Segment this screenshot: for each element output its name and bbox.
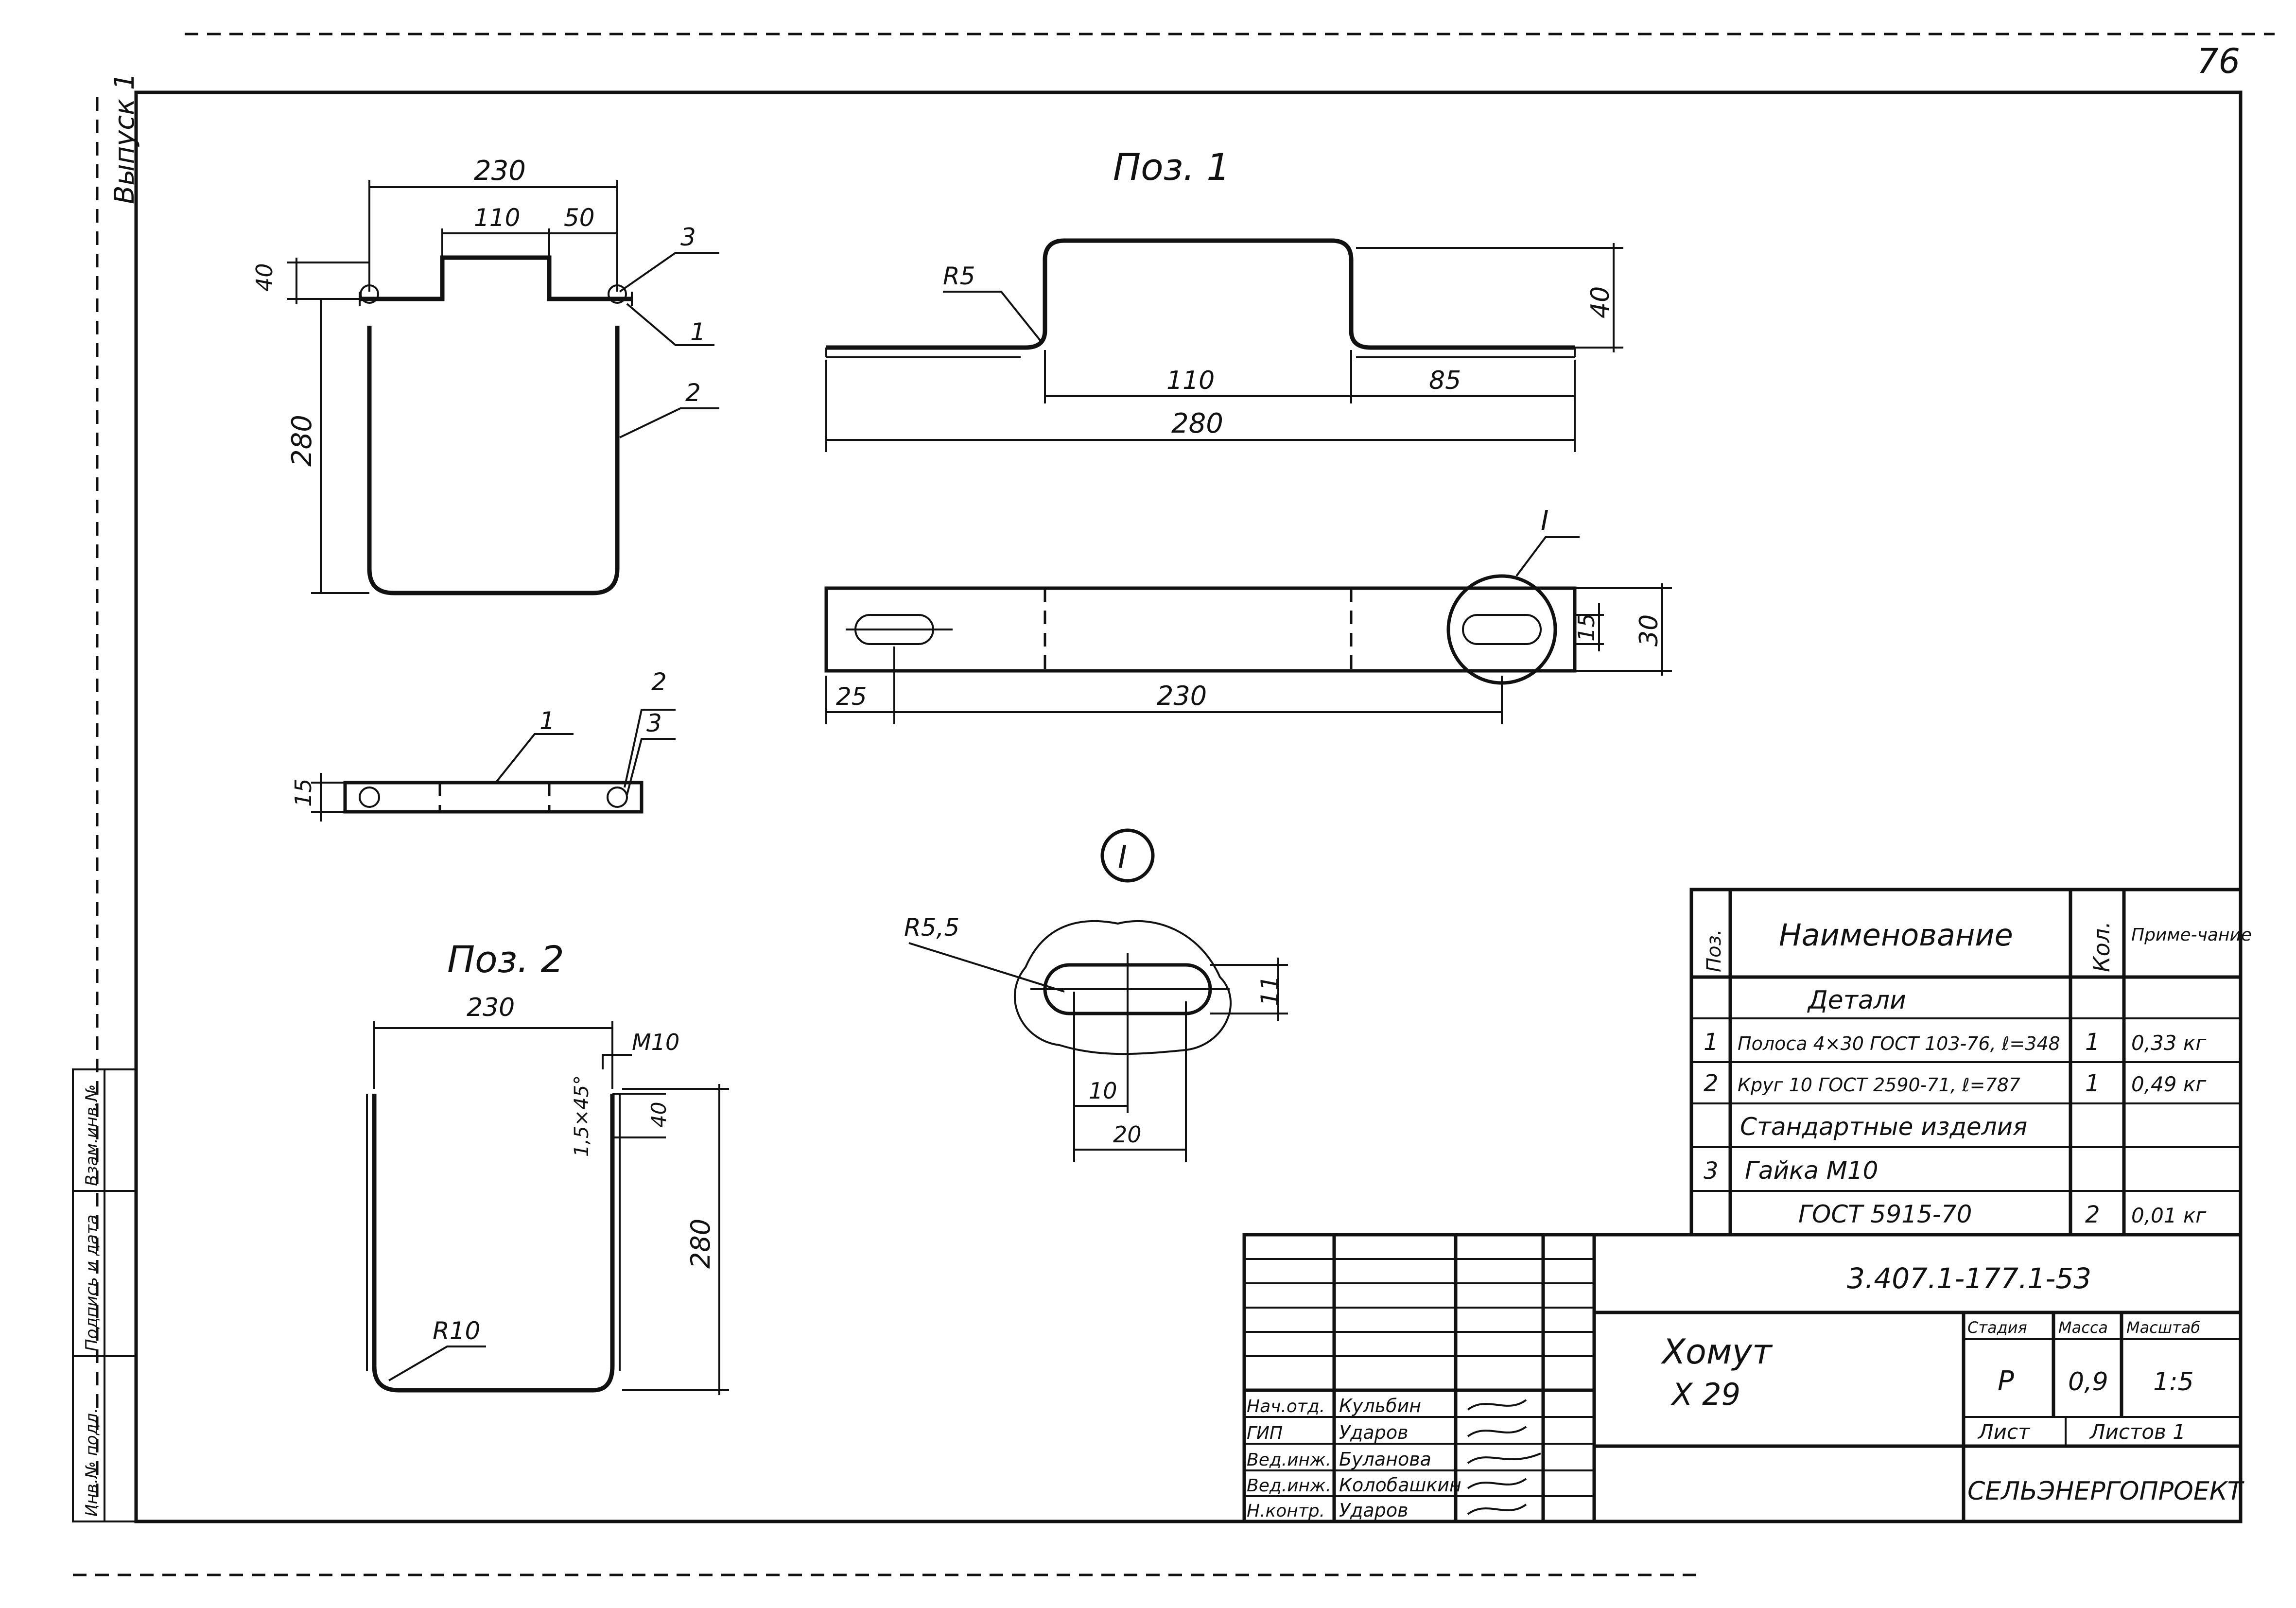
dim-top-width: 230 [474, 155, 526, 187]
dim-pos2-radius: R10 [433, 1317, 480, 1345]
signature-5 [1467, 1503, 1527, 1515]
staff-role-2: ГИП [1247, 1423, 1283, 1443]
title-line-1: Хомут [1660, 1332, 1773, 1372]
dim-top-notch: 110 [474, 204, 520, 232]
callout-side-3: 3 [646, 709, 662, 737]
dim-detail-radius: R5,5 [904, 913, 959, 942]
callout-top-3: 3 [680, 223, 696, 251]
dim-top-height: 40 [251, 263, 278, 292]
title-line-2: Х 29 [1670, 1377, 1740, 1412]
dim-detail-width: 11 [1256, 975, 1284, 1006]
spec-row-4-name: ГОСТ 5915-70 [1798, 1200, 1972, 1228]
dim-top-length: 280 [286, 415, 318, 467]
spec-row-1-name: Полоса 4×30 ГОСТ 103-76, ℓ=348 [1738, 1033, 2060, 1054]
spec-row-3-pos: 3 [1704, 1157, 1719, 1185]
detail-marker [1100, 828, 1155, 883]
side-stamp-cell-3: Инв.№ подл. [82, 1408, 102, 1517]
dim-pos2-thread-length: 40 [647, 1102, 671, 1128]
spec-row-1-pos: 1 [1704, 1029, 1719, 1056]
spec-header-qty: Кол. [2088, 921, 2115, 972]
spec-row-4-note: 0,01 кг [2131, 1204, 2207, 1227]
spec-row-3-name: Гайка М10 [1745, 1156, 1879, 1185]
sheet-number: 76 [2197, 41, 2240, 81]
pos1-title: Поз. 1 [1113, 145, 1230, 189]
dim-pos1-radius: R5 [943, 262, 975, 290]
dim-pos2-thread: M10 [632, 1029, 679, 1055]
dim-pos2-chamfer: 1,5×45° [571, 1075, 593, 1157]
dim-detail-length: 20 [1113, 1121, 1142, 1148]
spec-header-pos: Поз. [1703, 929, 1725, 972]
signature-3 [1467, 1452, 1541, 1464]
scale-label: Масштаб [2126, 1318, 2200, 1337]
assembly-side-view: 15 1 2 3 [290, 668, 676, 821]
callout-top-1: 1 [690, 318, 706, 346]
spec-row-2-note: 0,49 кг [2131, 1072, 2207, 1096]
dim-pos2-length: 280 [685, 1219, 716, 1269]
callout-side-1: 1 [539, 707, 555, 735]
side-label: Выпуск 1 [109, 73, 140, 204]
staff-name-3: Буланова [1339, 1449, 1431, 1470]
callout-side-2: 2 [651, 668, 667, 696]
detail-I: I R5,5 11 10 20 [904, 828, 1288, 1162]
dim-pos1-end: 85 [1429, 366, 1461, 395]
org-name: СЕЛЬЭНЕРГОПРОЕКТ [1967, 1477, 2245, 1506]
dim-pos1-total: 280 [1171, 408, 1223, 439]
spec-row-4-qty: 2 [2085, 1201, 2100, 1228]
spec-row-2-qty: 1 [2085, 1070, 2100, 1097]
spec-section-parts: Детали [1807, 986, 1906, 1015]
pos2-title: Поз. 2 [447, 938, 564, 981]
doc-code: 3.407.1-177.1-53 [1847, 1262, 2091, 1295]
scale-value: 1:5 [2153, 1367, 2194, 1397]
drawing-frame [134, 90, 2243, 1523]
staff-name-2: Ударов [1339, 1422, 1408, 1443]
dim-detail-center: 10 [1089, 1078, 1117, 1104]
spec-row-2-pos: 2 [1704, 1070, 1719, 1097]
signature-2 [1467, 1426, 1527, 1437]
staff-name-1: Кульбин [1339, 1395, 1421, 1416]
title-block: 3.407.1-177.1-53 Хомут Х 29 Стадия Масса… [1242, 1233, 2245, 1523]
dim-pos1-hole-spacing: 230 [1157, 681, 1207, 711]
callout-detail-I: I [1541, 505, 1549, 537]
dim-pos1-height: 40 [1586, 286, 1615, 318]
spec-header-name: Наименование [1779, 917, 2013, 953]
signature-1 [1467, 1399, 1527, 1411]
mass-label: Масса [2058, 1318, 2108, 1337]
dim-pos1-hole-offset: 25 [836, 682, 867, 711]
staff-role-3: Вед.инж. [1247, 1450, 1331, 1470]
side-stamp: Взам.инв.№ Подпись и дата Инв.№ подл. [72, 1068, 137, 1522]
dim-pos2-width: 230 [467, 993, 515, 1022]
stage-value: Р [1998, 1365, 2014, 1397]
spec-header-note: Приме-чание [2131, 925, 2252, 945]
pos2-drawing: Поз. 2 230 M10 1,5×45° 40 280 R10 [366, 938, 729, 1395]
side-stamp-cell-2: Подпись и дата [82, 1214, 102, 1351]
dim-side-thickness: 15 [290, 778, 316, 807]
detail-label: I [1118, 839, 1127, 875]
stage-label: Стадия [1967, 1318, 2027, 1337]
pos1-drawing: Поз. 1 R5 40 110 85 280 I [824, 145, 1672, 724]
mass-value: 0,9 [2068, 1367, 2108, 1397]
dim-pos1-strip-width: 30 [1635, 614, 1664, 647]
staff-role-5: Н.контр. [1247, 1501, 1325, 1521]
sheets-label: Листов 1 [2089, 1420, 2186, 1444]
spec-section-standard: Стандартные изделия [1740, 1113, 2027, 1141]
side-stamp-cell-1: Взам.инв.№ [82, 1084, 102, 1186]
dim-pos1-slot-width: 15 [1573, 613, 1600, 642]
spec-table: Поз. Наименование Кол. Приме-чание Детал… [1689, 888, 2252, 1237]
staff-name-4: Колобашкин [1339, 1474, 1461, 1496]
assembly-top-view: 230 110 50 40 280 3 1 2 [251, 155, 719, 595]
dim-top-offset: 50 [564, 204, 595, 232]
callout-top-2: 2 [685, 379, 701, 407]
spec-row-1-note: 0,33 кг [2131, 1031, 2207, 1055]
spec-row-1-qty: 1 [2085, 1029, 2100, 1056]
staff-name-5: Ударов [1339, 1500, 1408, 1521]
staff-role-1: Нач.отд. [1247, 1397, 1325, 1416]
dim-pos1-middle: 110 [1166, 366, 1215, 395]
spec-row-2-name: Круг 10 ГОСТ 2590-71, ℓ=787 [1738, 1074, 2020, 1096]
staff-role-4: Вед.инж. [1247, 1476, 1331, 1496]
sheet-label: Лист [1977, 1420, 2031, 1444]
signature-4 [1467, 1478, 1527, 1489]
